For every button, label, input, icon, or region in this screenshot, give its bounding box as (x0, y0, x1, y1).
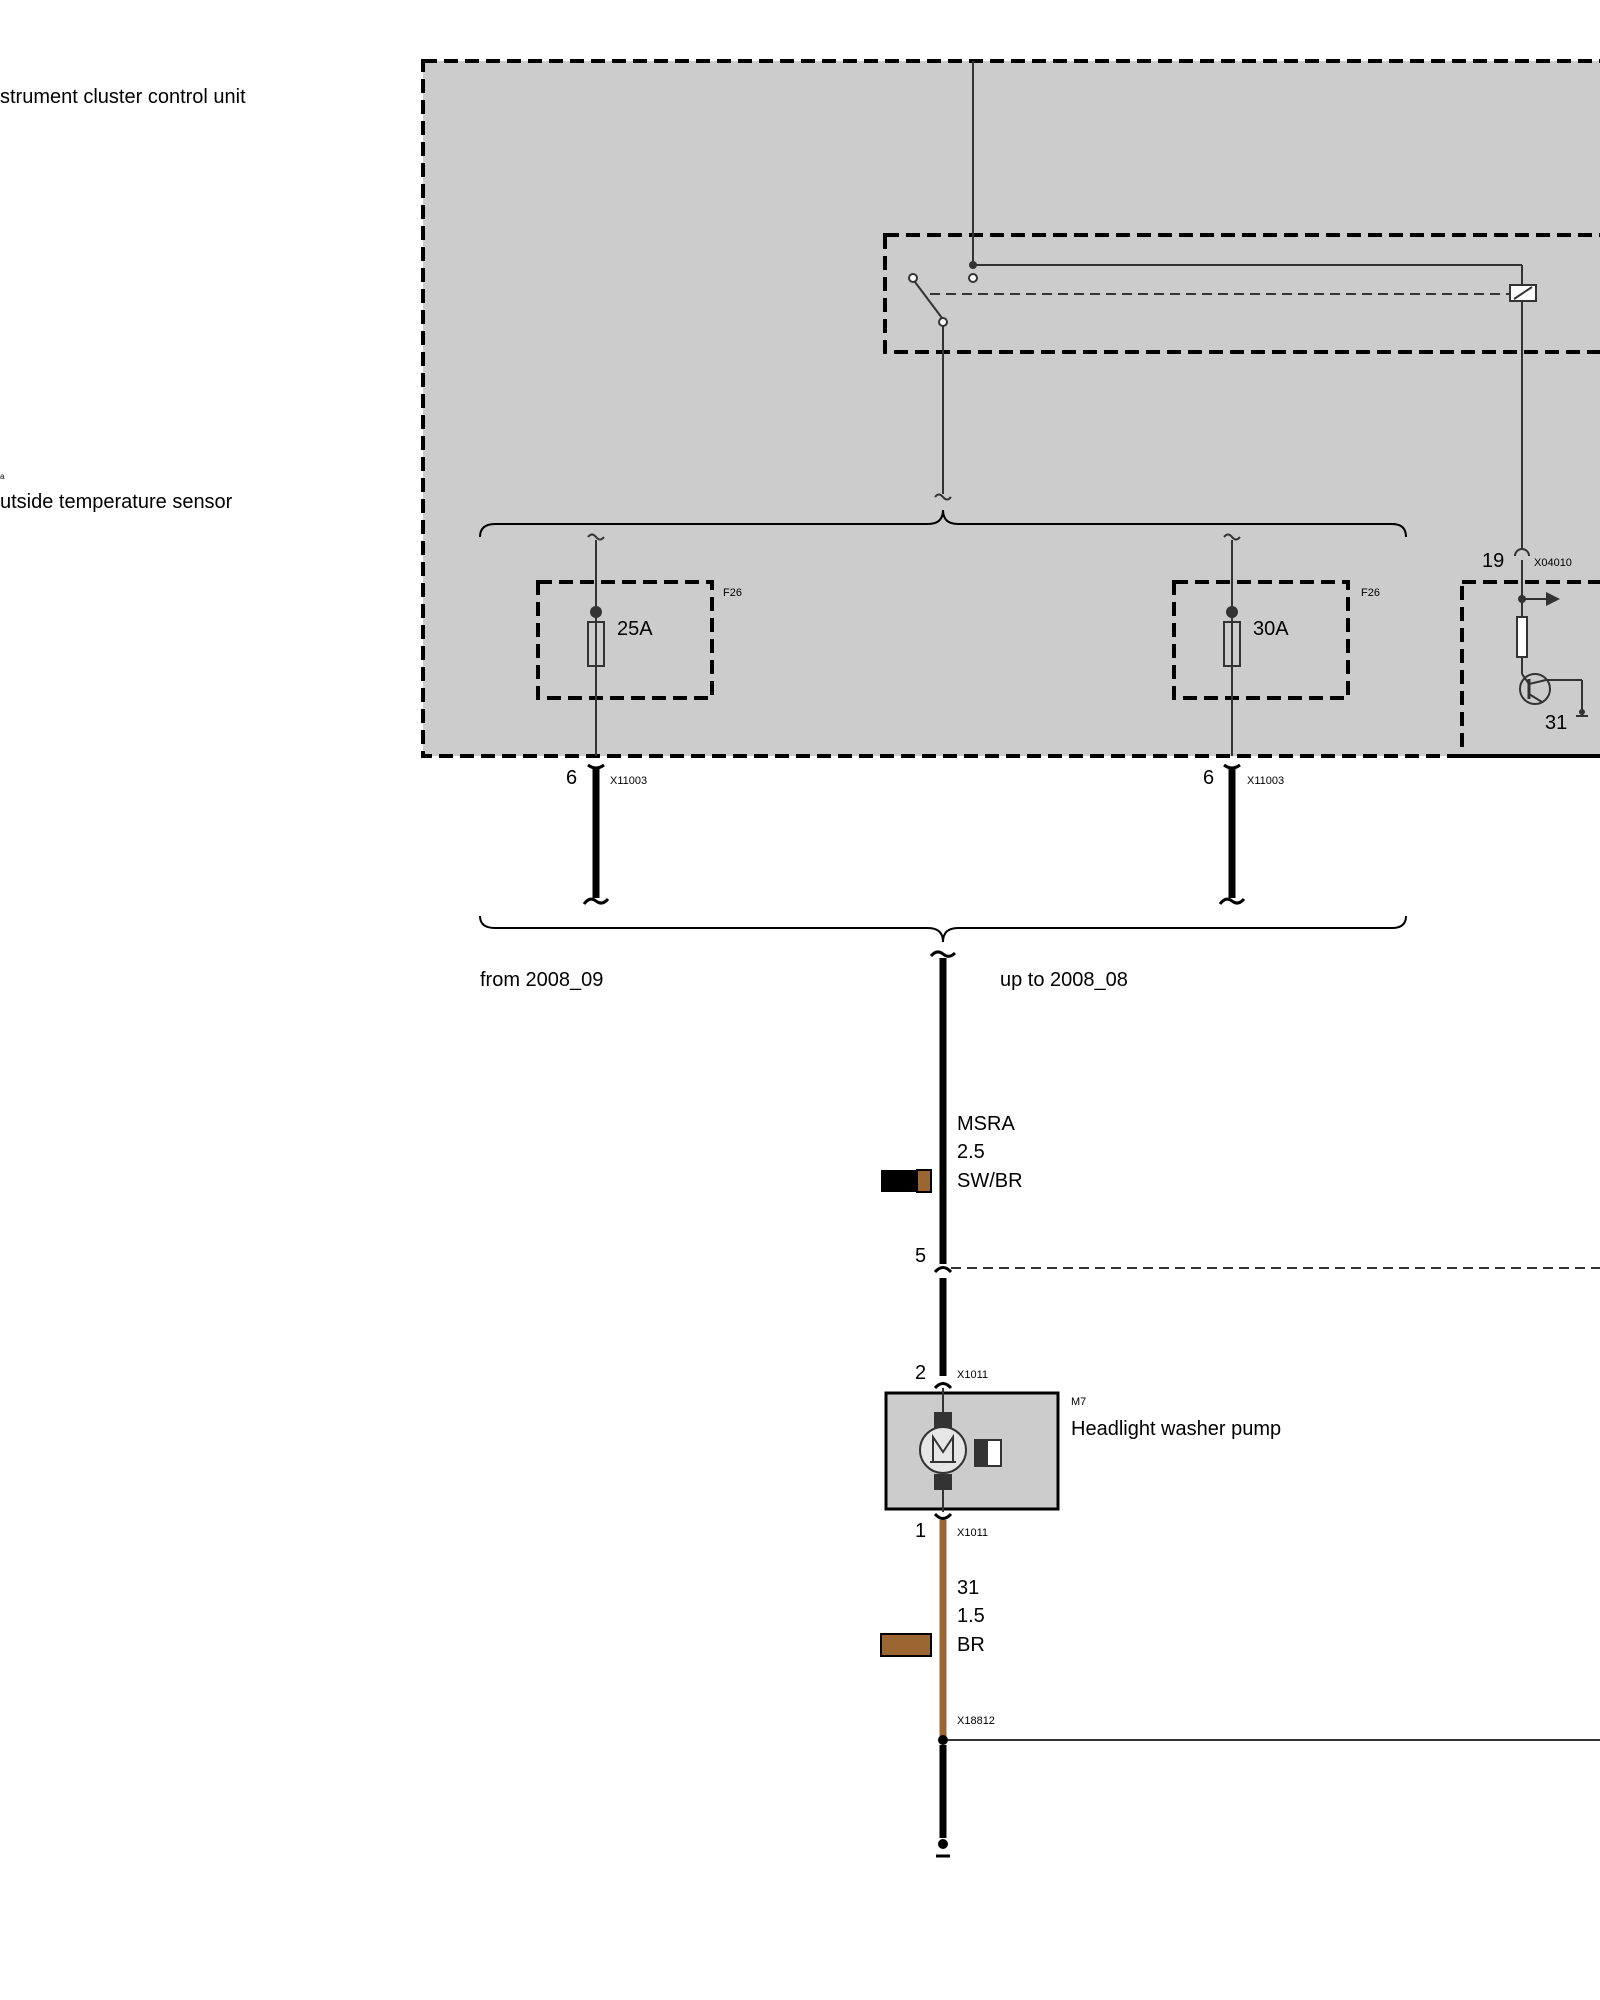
pump-pin-top: 2 (915, 1362, 926, 1384)
cluster-legend-label: strument cluster control unit (0, 86, 246, 108)
switch-contact-top (968, 273, 978, 283)
upper-variant-brace (479, 509, 1407, 538)
fuse-right-connector: X11003 (1247, 775, 1284, 787)
wire-upper-circuit: MSRA (957, 1113, 1015, 1135)
fuse-left-rating: 25A (617, 618, 653, 640)
wire-color-swatch-lower (880, 1633, 932, 1657)
fuse-right-rating: 30A (1253, 618, 1289, 640)
headlight-washer-pump (884, 1391, 1060, 1511)
control-unit-housing (421, 59, 1600, 758)
fuse-left-pin: 6 (566, 767, 577, 789)
fuse-box-left (536, 580, 714, 700)
ground-junction (938, 1735, 948, 1745)
wire-upper-gauge: 2.5 (957, 1141, 985, 1163)
fuse-box-right (1172, 580, 1350, 700)
sensor-ref-mark: a (0, 472, 5, 481)
ground-connector: X18812 (957, 1715, 995, 1727)
switch-contact-left (908, 273, 918, 283)
output-resistor (1516, 616, 1528, 658)
pump-ref: M7 (1071, 1396, 1086, 1408)
splice-connector (933, 1266, 953, 1274)
fuse-left-connector: X11003 (610, 775, 647, 787)
relay-box (883, 233, 1600, 354)
pump-pin-bottom: 1 (915, 1520, 926, 1542)
pin-19-connector (1514, 548, 1530, 557)
splice-pin: 5 (915, 1245, 926, 1267)
wire-color-swatch-upper (881, 1170, 917, 1192)
output-stage-box (1460, 580, 1600, 758)
wire-upper-color-code: SW/BR (957, 1170, 1023, 1192)
fuse-right-ref: F26 (1361, 587, 1380, 599)
output-arrow-icon (1546, 592, 1560, 606)
pump-connector-bottom: X1011 (957, 1527, 988, 1539)
fuse-left-ref: F26 (723, 587, 742, 599)
relay-switch-arm (914, 281, 943, 319)
pump-label: Headlight washer pump (1071, 1418, 1281, 1440)
transistor-icon (1519, 673, 1551, 705)
sensor-legend-label: utside temperature sensor (0, 491, 233, 513)
control-output-ground: 31 (1545, 712, 1567, 734)
control-output-connector: X04010 (1534, 557, 1572, 569)
control-output-pin: 19 (1482, 550, 1504, 572)
pump-connector-top: X1011 (957, 1369, 988, 1381)
wire-lower-circuit: 31 (957, 1577, 979, 1599)
variant-left-label: from 2008_09 (480, 969, 603, 991)
lower-variant-brace (479, 915, 1407, 943)
wire-lower-color-code: BR (957, 1634, 985, 1656)
wire-lower-gauge: 1.5 (957, 1605, 985, 1627)
motor-icon (919, 1426, 967, 1474)
switch-pivot (938, 317, 948, 327)
fuse-right-pin: 6 (1203, 767, 1214, 789)
variant-right-label: up to 2008_08 (1000, 969, 1128, 991)
